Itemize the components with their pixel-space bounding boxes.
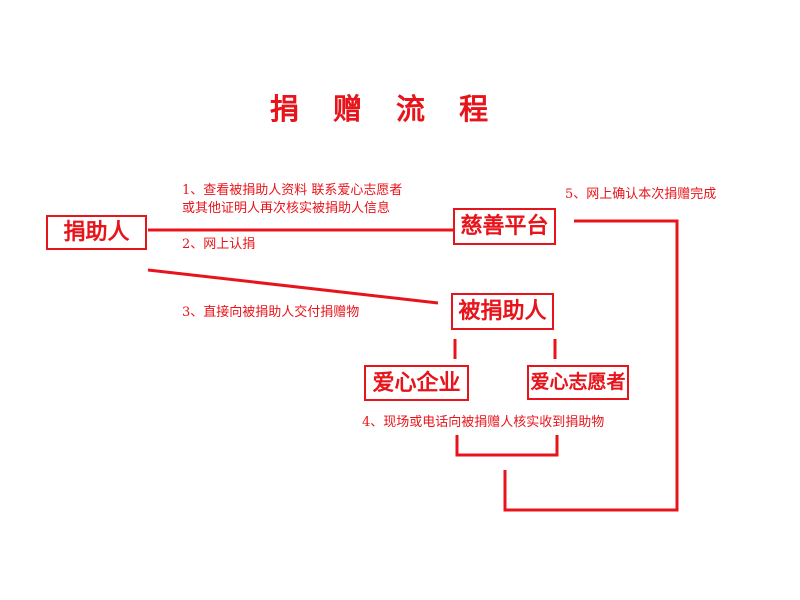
step-2-label: 2、网上认捐 <box>182 237 256 252</box>
node-volunteer: 爱心志愿者 <box>527 365 629 400</box>
node-corporate: 爱心企业 <box>364 365 469 401</box>
node-charity-platform: 慈善平台 <box>453 208 556 245</box>
verification-bracket-line <box>455 435 559 457</box>
confirmation-loop-line <box>503 219 679 512</box>
node-recipient: 被捐助人 <box>451 293 554 330</box>
node-donor: 捐助人 <box>46 215 147 250</box>
donor-to-recipient-line <box>147 268 439 305</box>
step-4-label: 4、现场或电话向被捐赠人核实收到捐助物 <box>362 415 605 430</box>
step-1-label: 1、查看被捐助人资料 联系爱心志愿者 或其他证明人再次核实被捐助人信息 <box>182 182 402 218</box>
step-3-label: 3、直接向被捐助人交付捐赠物 <box>182 305 360 320</box>
step-5-label: 5、网上确认本次捐赠完成 <box>565 187 717 202</box>
step-1-line-2: 或其他证明人再次核实被捐助人信息 <box>182 201 391 216</box>
step-1-line-1: 1、查看被捐助人资料 联系爱心志愿者 <box>182 183 403 198</box>
diagram-title: 捐 赠 流 程 <box>269 92 501 126</box>
